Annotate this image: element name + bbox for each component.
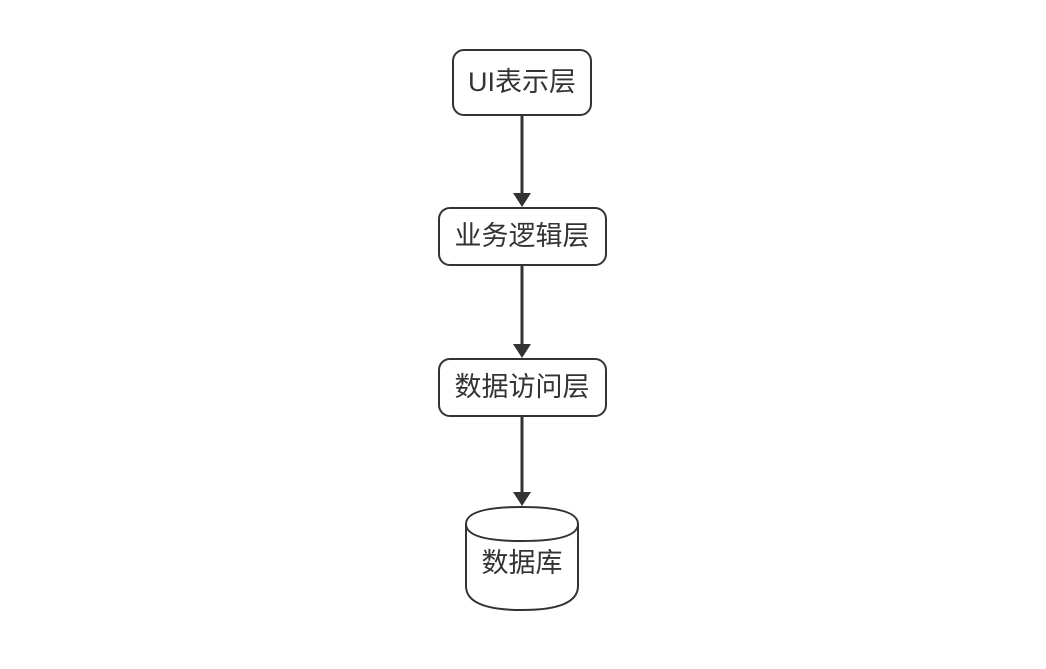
node-label: 数据访问层	[455, 372, 590, 402]
arrowhead-icon	[513, 344, 531, 358]
node-box[interactable]	[438, 358, 607, 417]
node-database[interactable]: 数据库	[465, 505, 579, 612]
node-box[interactable]	[452, 49, 592, 116]
edge-ui-to-business	[513, 115, 531, 207]
node-box[interactable]	[438, 207, 607, 266]
arrowhead-icon	[513, 193, 531, 207]
node-label: 业务逻辑层	[455, 221, 590, 251]
node-ui-presentation-layer[interactable]: UI表示层	[452, 49, 592, 116]
edge-business-to-dataaccess	[513, 265, 531, 358]
node-business-logic-layer[interactable]: 业务逻辑层	[438, 207, 607, 266]
database-cylinder-top-ellipse	[465, 523, 579, 543]
edge-dataaccess-to-database	[513, 416, 531, 506]
node-label: 数据库	[482, 548, 563, 578]
arrowhead-icon	[513, 492, 531, 506]
node-label: UI表示层	[468, 67, 576, 97]
node-data-access-layer[interactable]: 数据访问层	[438, 358, 607, 417]
